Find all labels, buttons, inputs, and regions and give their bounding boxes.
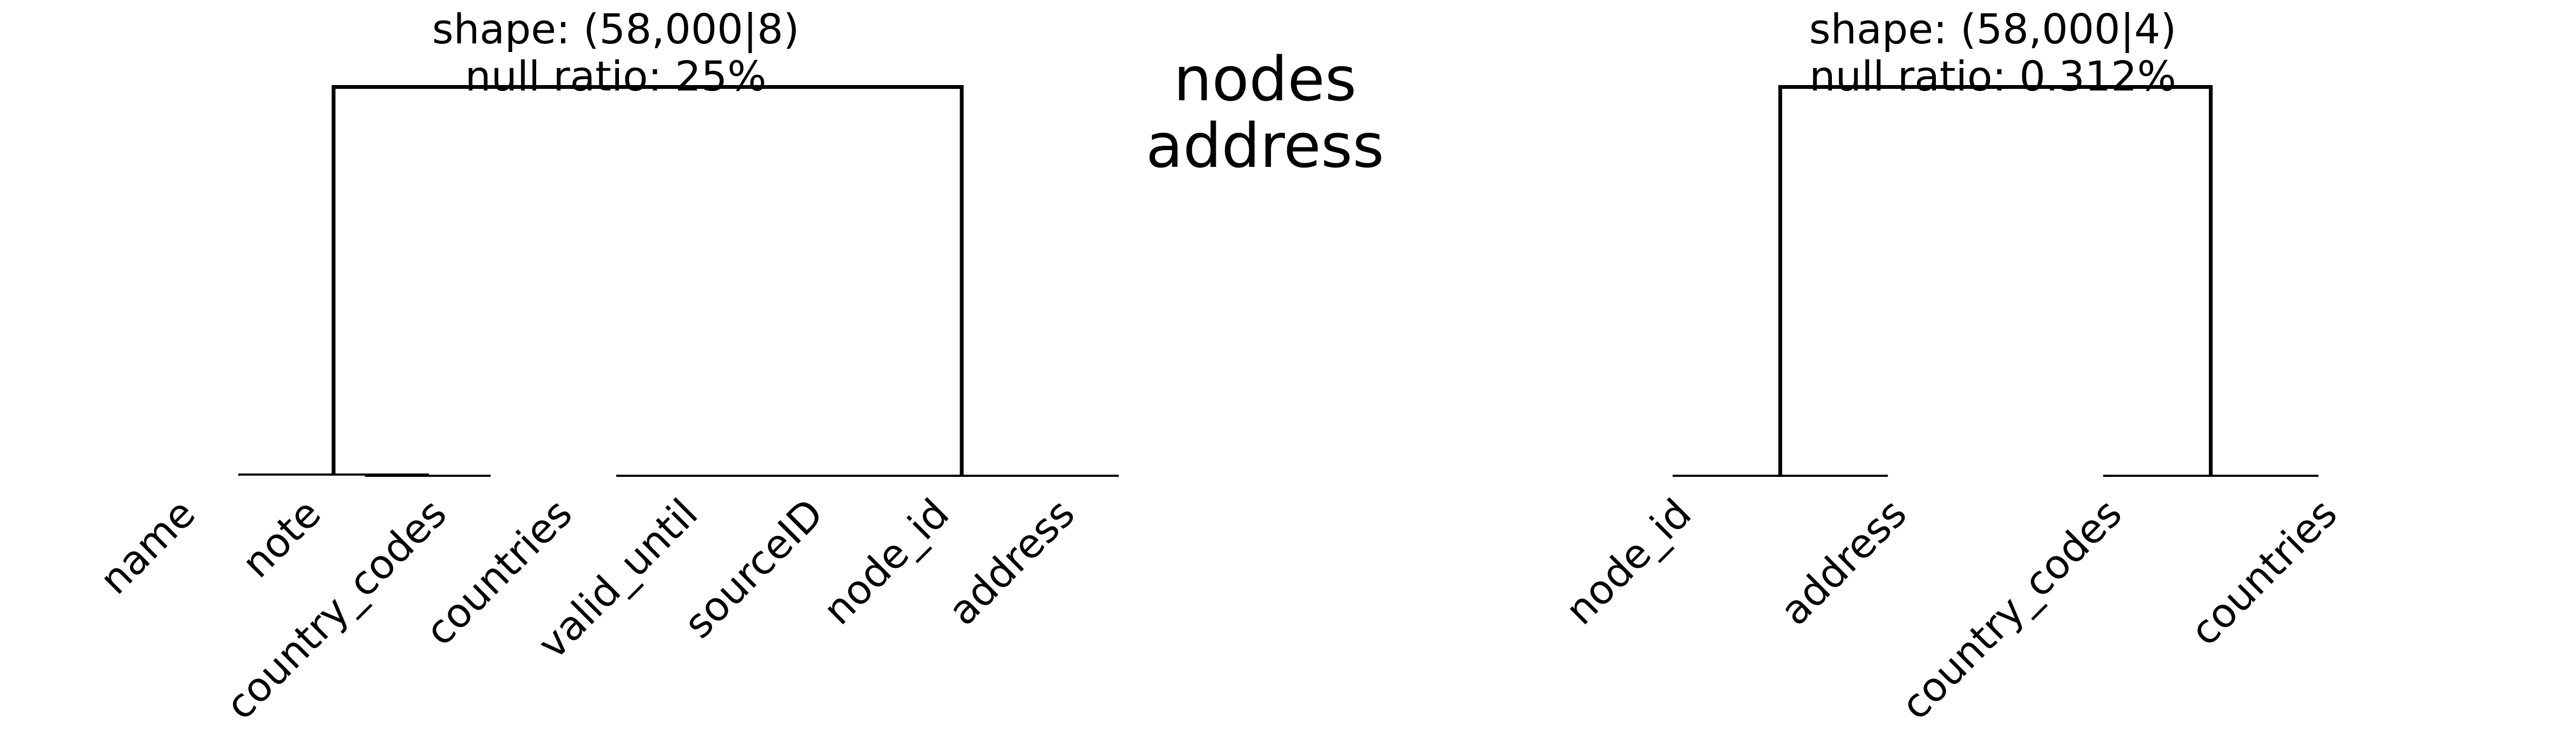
dendrogram-link <box>238 473 429 476</box>
dendrogram-link <box>331 85 964 476</box>
panel-title-null-ratio: null ratio: 25% <box>465 52 767 100</box>
dendrogram-links <box>238 85 1119 477</box>
dendrogram-links <box>1672 85 2319 477</box>
panel-title-shape: shape: (58,000|4) <box>1809 5 2176 54</box>
figure-title: nodes address <box>1146 44 1384 182</box>
figure-title-line-1: nodes <box>1173 44 1357 115</box>
panel-title-shape: shape: (58,000|8) <box>432 5 799 54</box>
dendrogram-link <box>1778 85 2213 476</box>
panel-title-null-ratio: null ratio: 0.312% <box>1809 52 2176 100</box>
figure-title-line-2: address <box>1146 111 1384 182</box>
